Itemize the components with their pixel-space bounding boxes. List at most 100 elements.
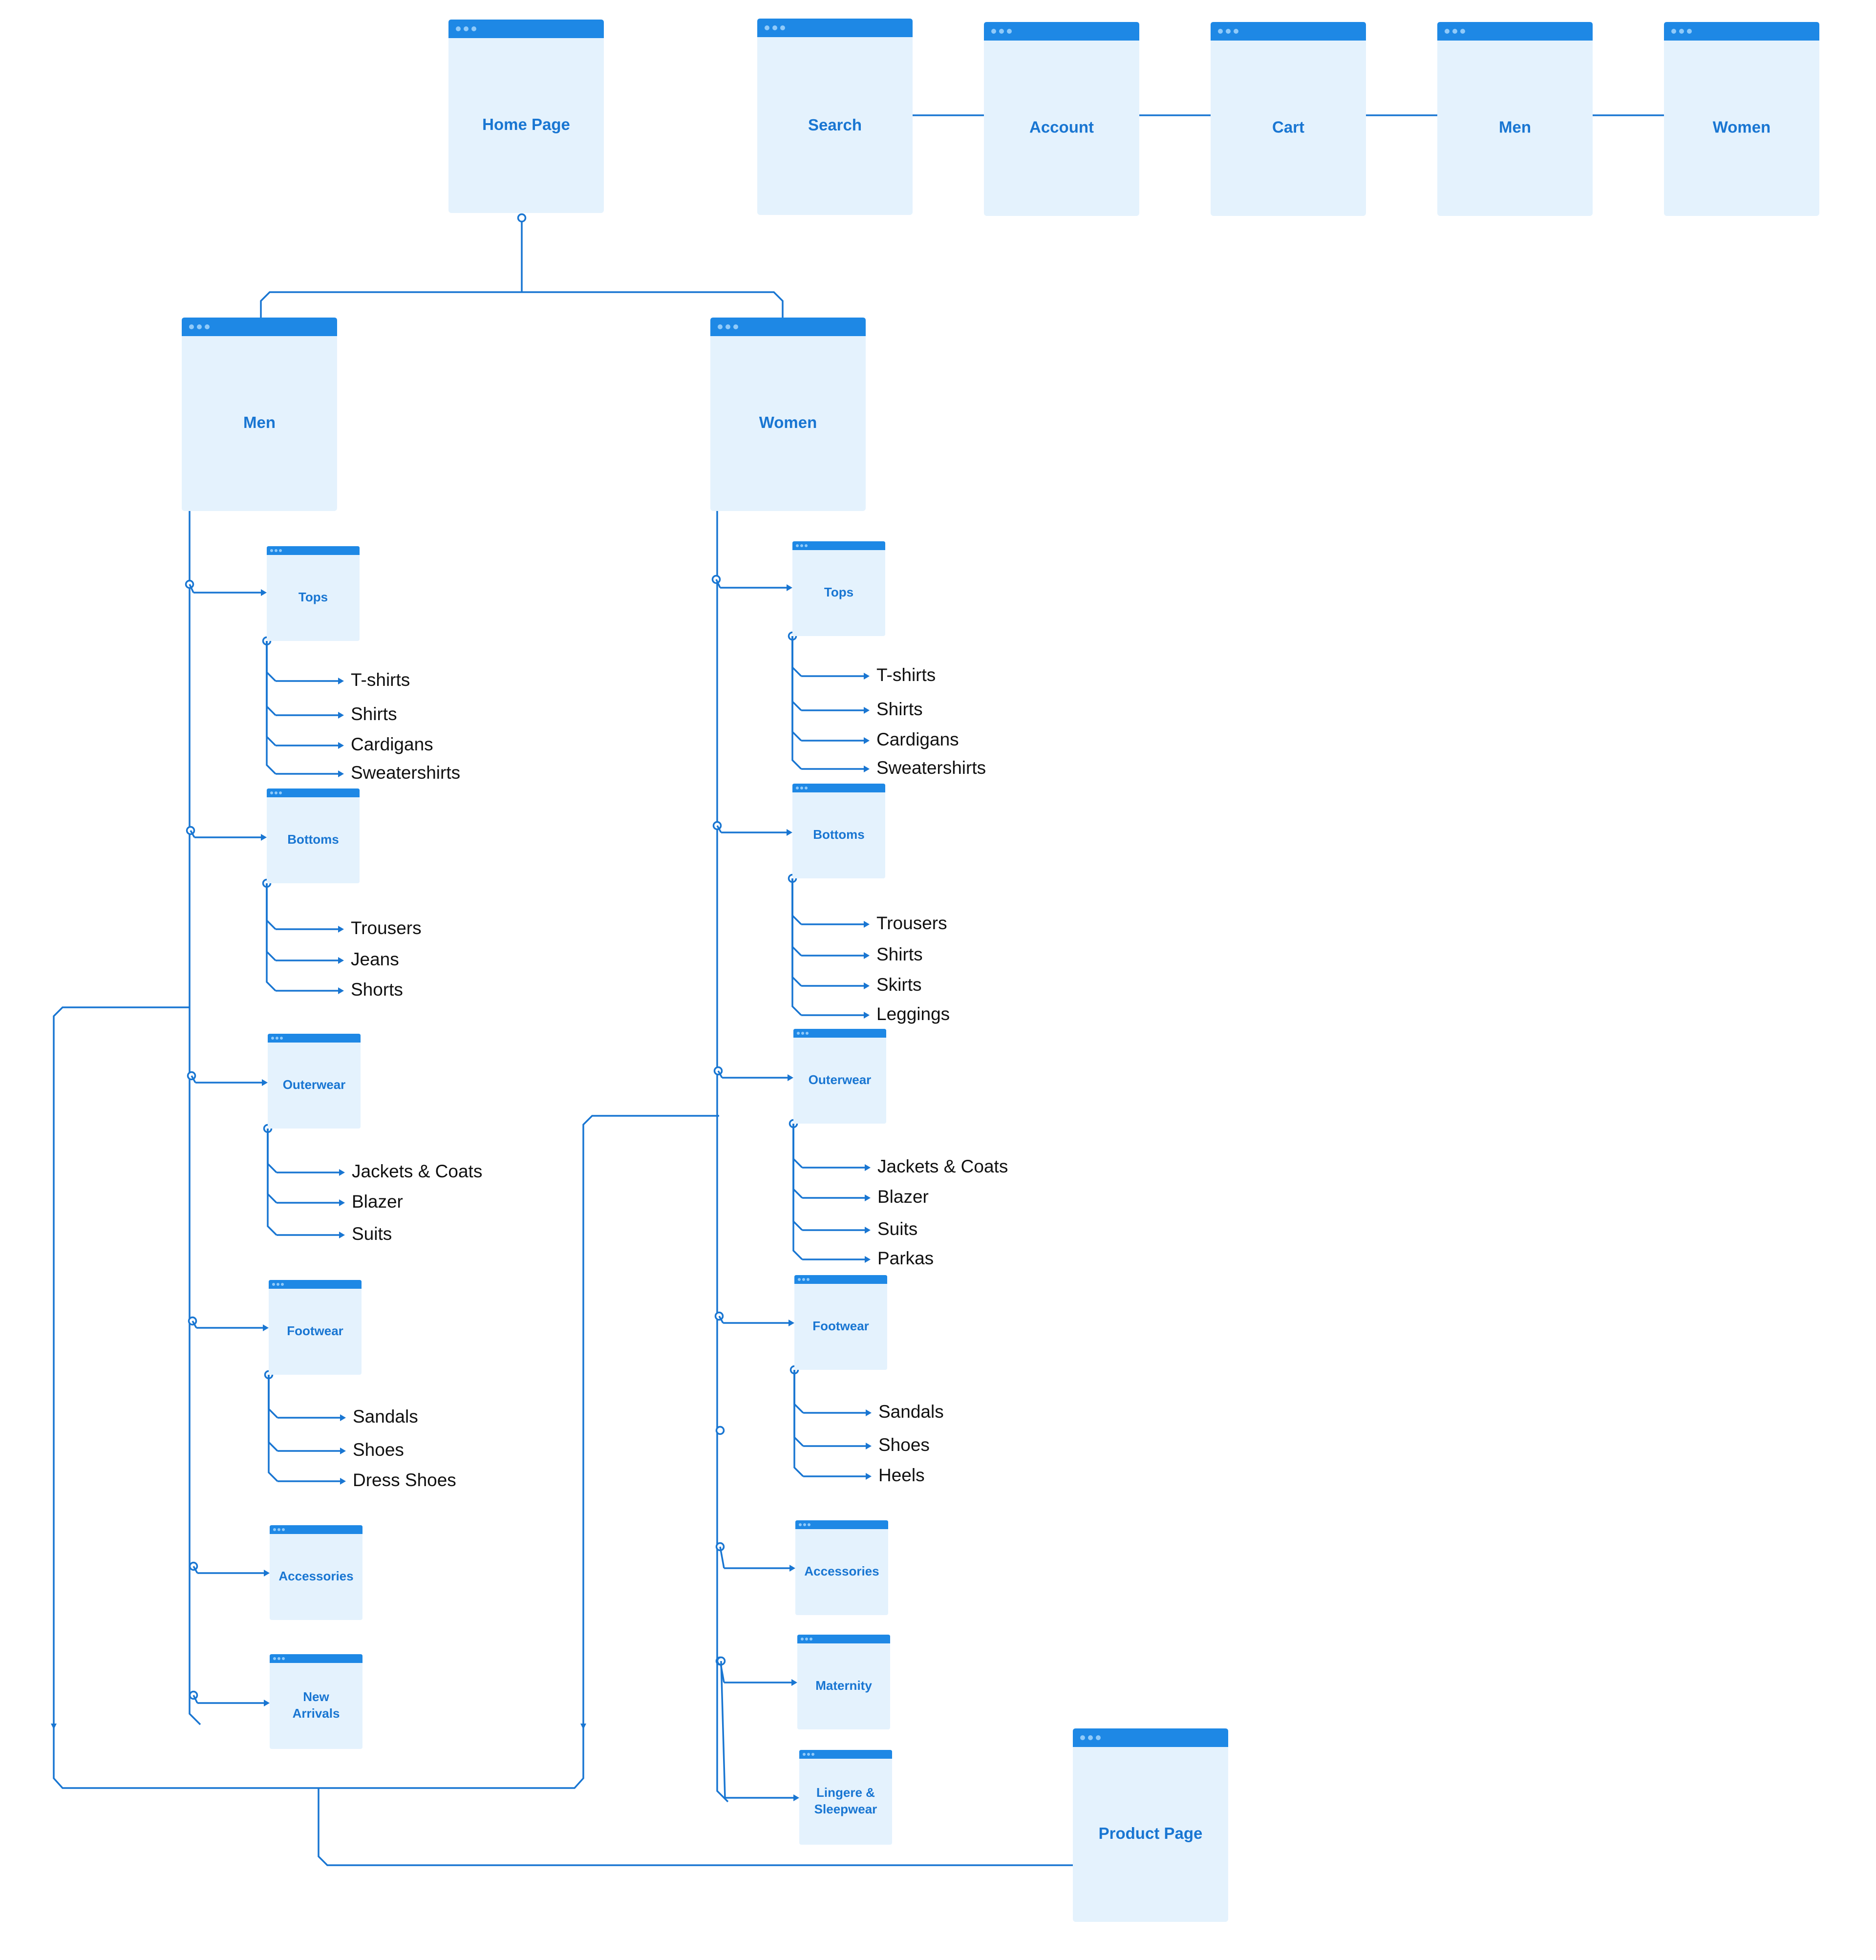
- women-item-branch: [791, 636, 802, 711]
- men-tops-item-3[interactable]: Sweatershirts: [351, 763, 460, 783]
- connector-node: [715, 1426, 725, 1435]
- women-item-branch: [791, 636, 802, 677]
- arrowhead-icon: [865, 1256, 871, 1263]
- arrowhead-icon: [338, 712, 344, 719]
- men-accessories-box[interactable]: Accessories: [270, 1525, 362, 1620]
- men-footwear-item-1[interactable]: Shoes: [353, 1440, 404, 1460]
- women-bottoms-item-0[interactable]: Trousers: [876, 913, 947, 933]
- window-dot-icon: [802, 1278, 805, 1281]
- women-outerwear-item-1[interactable]: Blazer: [877, 1187, 929, 1207]
- product-page-box[interactable]: Product Page: [1073, 1728, 1228, 1922]
- men-bottoms-box[interactable]: Bottoms: [267, 788, 360, 883]
- women-branch: [718, 1316, 724, 1323]
- women-item-branch: [793, 1370, 804, 1414]
- window-dot-icon: [189, 324, 194, 329]
- women-maternity-box[interactable]: Maternity: [797, 1635, 890, 1729]
- women-tops-item-2[interactable]: Cardigans: [876, 729, 959, 749]
- men-bottoms-item-1[interactable]: Jeans: [351, 949, 399, 969]
- window-dot-icon: [275, 549, 277, 552]
- women-tops-box[interactable]: Tops: [792, 541, 885, 636]
- box-body: [797, 1635, 890, 1729]
- window-dot-icon: [273, 1657, 276, 1660]
- arrowhead-icon: [338, 770, 344, 777]
- window-dot-icon: [1096, 1735, 1101, 1740]
- women-bottoms-item-3[interactable]: Leggings: [876, 1004, 950, 1024]
- men-outerwear-box[interactable]: Outerwear: [268, 1034, 361, 1129]
- men-outerwear-item-2[interactable]: Suits: [352, 1224, 392, 1244]
- box-body: [182, 318, 337, 511]
- window-dot-icon: [1460, 29, 1465, 34]
- window-dot-icon: [1234, 29, 1238, 34]
- arrowhead-icon: [340, 1414, 346, 1421]
- men-outerwear-box-label: Outerwear: [283, 1077, 346, 1092]
- box-body: [267, 546, 360, 641]
- cart-box[interactable]: Cart: [1211, 22, 1366, 216]
- women-outerwear-item-0[interactable]: Jackets & Coats: [877, 1156, 1008, 1176]
- box-body: [1664, 22, 1819, 216]
- window-title-bar: [794, 1275, 887, 1284]
- women-tops-item-1[interactable]: Shirts: [876, 699, 923, 719]
- women-maternity-box-label: Maternity: [815, 1678, 872, 1693]
- arrowhead-icon: [338, 742, 344, 749]
- women-outerwear-item-2[interactable]: Suits: [877, 1219, 917, 1239]
- women-trunk: [716, 511, 729, 1803]
- account-box[interactable]: Account: [984, 22, 1139, 216]
- window-dot-icon: [811, 1753, 814, 1756]
- window-dot-icon: [281, 1283, 284, 1286]
- women-footwear-item-2[interactable]: Heels: [878, 1465, 925, 1485]
- men-section-box[interactable]: Men: [182, 318, 337, 511]
- window-title-bar: [270, 1654, 362, 1663]
- box-body: [269, 1280, 362, 1375]
- arrowhead-icon: [339, 1169, 345, 1176]
- women-item-branch: [792, 1124, 803, 1231]
- arrowhead-icon: [788, 1074, 793, 1081]
- cart-box-label: Cart: [1272, 118, 1304, 136]
- window-dot-icon: [1226, 29, 1231, 34]
- search-box[interactable]: Search: [757, 19, 913, 215]
- women-outerwear-box[interactable]: Outerwear: [793, 1029, 886, 1124]
- women-footwear-item-1[interactable]: Shoes: [878, 1435, 930, 1455]
- men-tops-item-1[interactable]: Shirts: [351, 704, 397, 724]
- women-footwear-item-0[interactable]: Sandals: [878, 1402, 944, 1422]
- connector-lines: [51, 114, 1664, 1866]
- women-accessories-box[interactable]: Accessories: [795, 1520, 888, 1615]
- arrowhead-icon: [791, 1679, 797, 1686]
- men-tops-item-0[interactable]: T-shirts: [351, 670, 410, 690]
- men-footwear-box[interactable]: Footwear: [269, 1280, 362, 1375]
- men-nav-box[interactable]: Men: [1437, 22, 1593, 216]
- women-item-branch: [791, 636, 802, 770]
- search-box-label: Search: [808, 116, 862, 134]
- men-tops-item-2[interactable]: Cardigans: [351, 734, 433, 754]
- men-footwear-item-2[interactable]: Dress Shoes: [353, 1470, 456, 1490]
- men-outerwear-item-0[interactable]: Jackets & Coats: [352, 1161, 482, 1181]
- box-body: [792, 784, 885, 878]
- men-outerwear-item-1[interactable]: Blazer: [352, 1192, 403, 1212]
- arrowhead-icon: [864, 673, 870, 680]
- women-section-box[interactable]: Women: [710, 318, 866, 511]
- arrowhead-icon: [340, 1478, 346, 1485]
- women-footwear-box[interactable]: Footwear: [794, 1275, 887, 1370]
- arrowhead-icon: [51, 1724, 57, 1729]
- men-bottoms-item-2[interactable]: Shorts: [351, 980, 403, 1000]
- home-box[interactable]: Home Page: [448, 20, 604, 213]
- men-branch: [189, 584, 194, 593]
- men-footwear-item-0[interactable]: Sandals: [353, 1406, 418, 1427]
- men-tops-box[interactable]: Tops: [267, 546, 360, 641]
- women-bottoms-item-1[interactable]: Shirts: [876, 944, 923, 964]
- women-bottoms-box[interactable]: Bottoms: [792, 784, 885, 878]
- box-body: [799, 1750, 892, 1845]
- women-lingerie-box[interactable]: Lingere &Sleepwear: [799, 1750, 892, 1845]
- women-tops-item-3[interactable]: Sweatershirts: [876, 758, 986, 778]
- window-dot-icon: [270, 791, 273, 794]
- men-bottoms-item-0[interactable]: Trousers: [351, 918, 422, 938]
- window-title-bar: [1437, 22, 1593, 41]
- arrowhead-icon: [864, 766, 870, 772]
- women-bottoms-item-2[interactable]: Skirts: [876, 975, 922, 995]
- women-outerwear-item-3[interactable]: Parkas: [877, 1248, 934, 1268]
- women-nav-box[interactable]: Women: [1664, 22, 1819, 216]
- box-body: [270, 1525, 362, 1620]
- women-tops-item-0[interactable]: T-shirts: [876, 665, 936, 685]
- window-dot-icon: [1452, 29, 1457, 34]
